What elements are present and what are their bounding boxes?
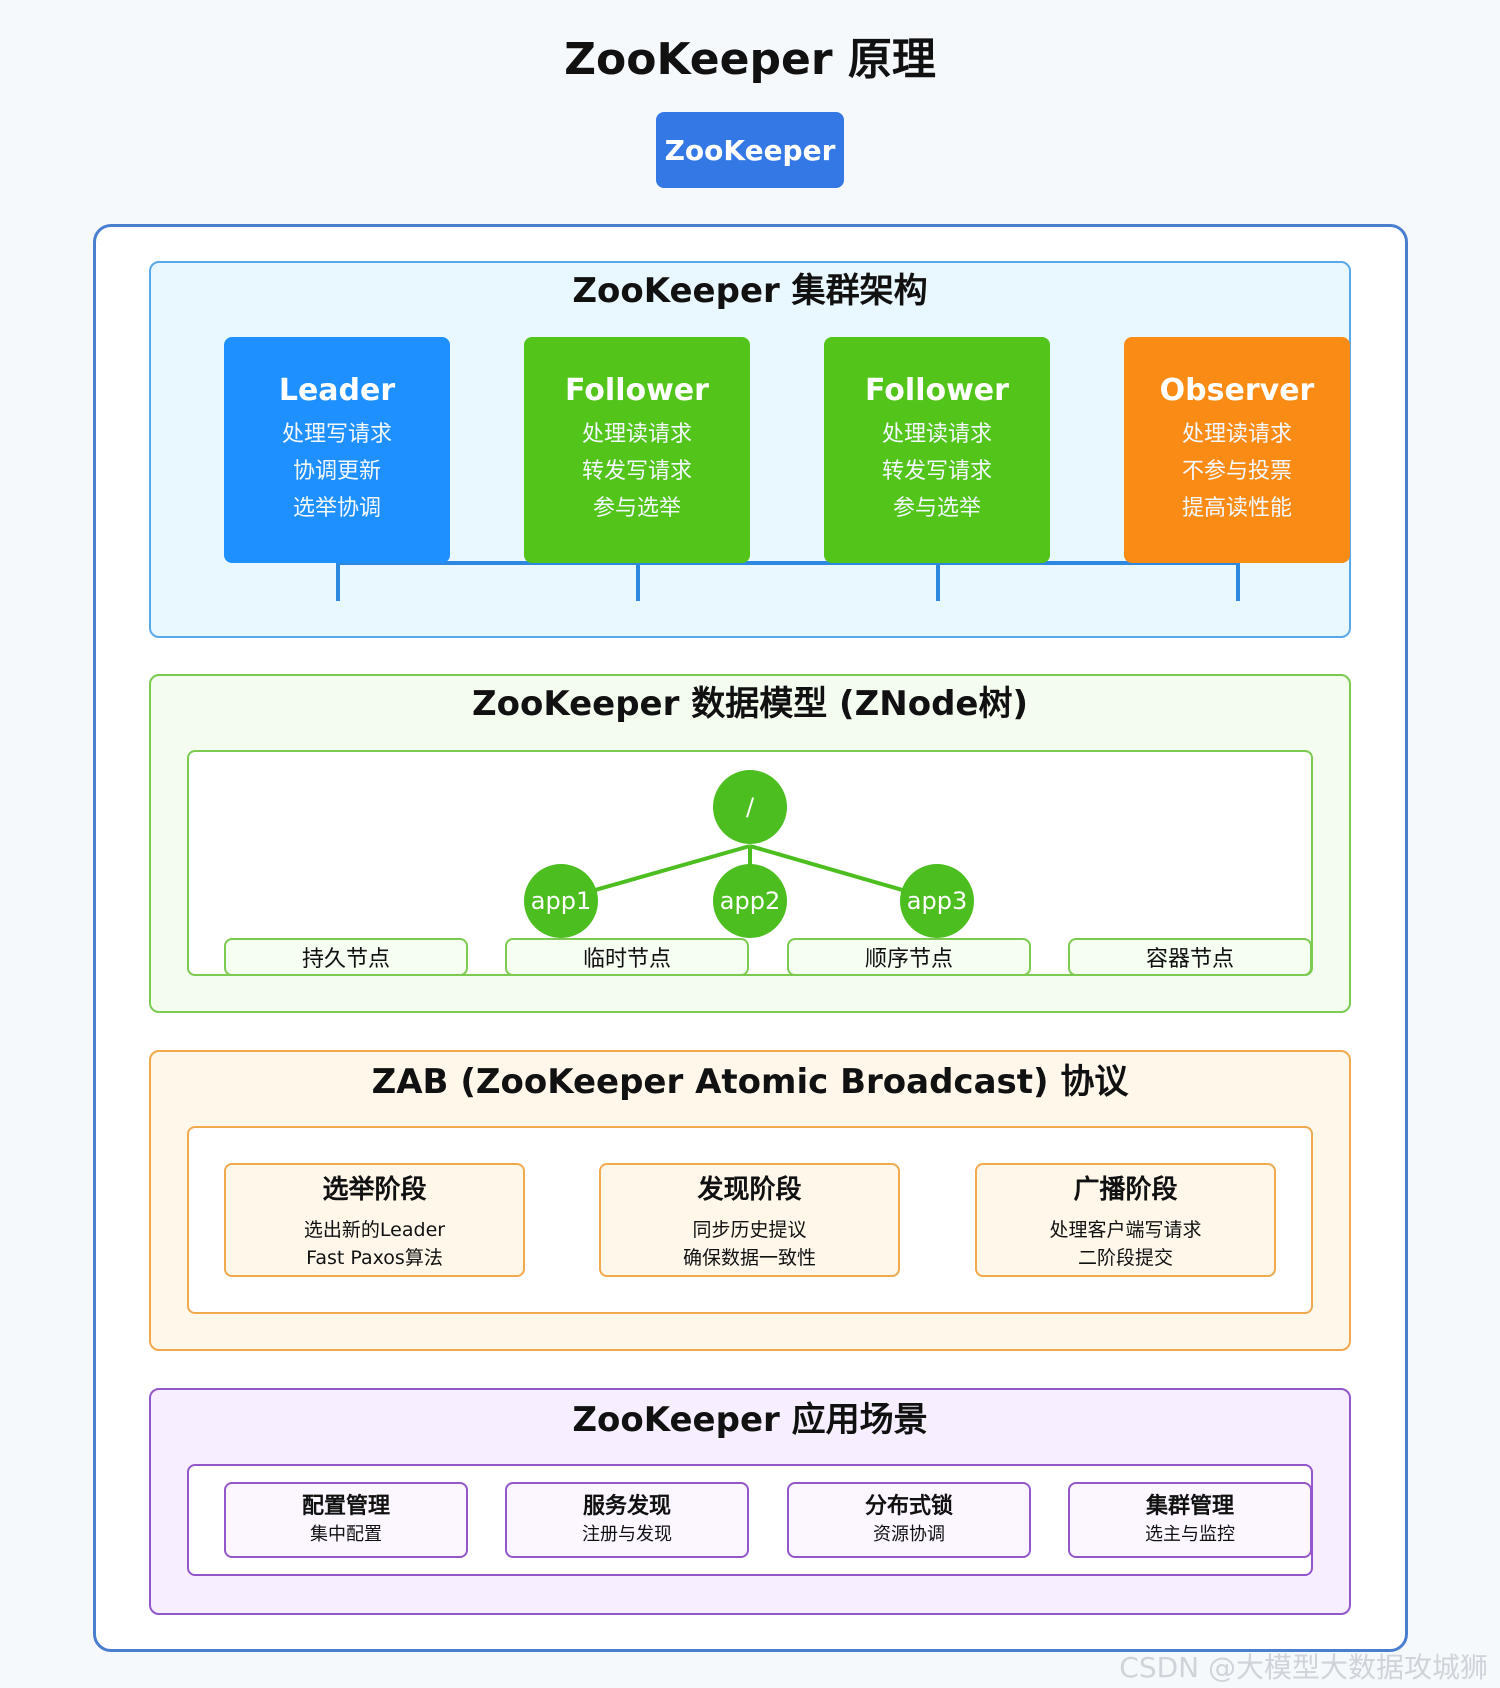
phase-name: 选举阶段 xyxy=(322,1174,427,1205)
follower-1-connector xyxy=(636,561,640,601)
phase-name: 发现阶段 xyxy=(697,1174,802,1205)
znode-app1: app1 xyxy=(524,864,598,938)
leader-connector xyxy=(336,561,340,601)
node-role: Leader xyxy=(278,373,396,408)
leader-node: Leader 处理写请求 协调更新 选举协调 xyxy=(224,337,450,563)
phase-election: 选举阶段 选出新的Leader Fast Paxos算法 xyxy=(224,1163,525,1277)
node-duty: 转发写请求 xyxy=(881,459,992,484)
zookeeper-badge: ZooKeeper xyxy=(656,112,844,188)
znode-app2: app2 xyxy=(713,864,787,938)
scenario-distributed-lock: 分布式锁 资源协调 xyxy=(787,1482,1031,1558)
scenario-desc: 资源协调 xyxy=(873,1524,945,1545)
znode-app3: app3 xyxy=(900,864,974,938)
phase-desc: 二阶段提交 xyxy=(1077,1246,1173,1269)
scenarios-section-title: ZooKeeper 应用场景 xyxy=(572,1400,928,1440)
node-duty: 处理写请求 xyxy=(281,422,392,447)
observer-node: Observer 处理读请求 不参与投票 提高读性能 xyxy=(1124,337,1350,563)
phase-desc: Fast Paxos算法 xyxy=(306,1246,443,1269)
data-model-section-title: ZooKeeper 数据模型 (ZNode树) xyxy=(471,684,1029,724)
phase-desc: 确保数据一致性 xyxy=(682,1246,816,1269)
follower-node-2: Follower 处理读请求 转发写请求 参与选举 xyxy=(824,337,1050,563)
cluster-bus-line xyxy=(337,561,1237,565)
node-duty: 提高读性能 xyxy=(1181,496,1292,521)
node-duty: 处理读请求 xyxy=(1181,422,1292,447)
follower-node-1: Follower 处理读请求 转发写请求 参与选举 xyxy=(524,337,750,563)
scenario-desc: 注册与发现 xyxy=(582,1524,672,1545)
node-duty: 转发写请求 xyxy=(581,459,692,484)
znode-root: / xyxy=(713,770,787,844)
scenario-name: 分布式锁 xyxy=(864,1494,953,1519)
scenario-name: 服务发现 xyxy=(582,1494,671,1519)
page-title: ZooKeeper 原理 xyxy=(564,34,936,85)
node-type-ephemeral: 临时节点 xyxy=(505,938,749,976)
phase-broadcast: 广播阶段 处理客户端写请求 二阶段提交 xyxy=(975,1163,1276,1277)
phase-discovery: 发现阶段 同步历史提议 确保数据一致性 xyxy=(599,1163,900,1277)
observer-connector xyxy=(1236,561,1240,601)
watermark: CSDN @大模型大数据攻城狮 xyxy=(1119,1651,1488,1684)
node-type-sequential: 顺序节点 xyxy=(787,938,1031,976)
scenario-config-management: 配置管理 集中配置 xyxy=(224,1482,468,1558)
follower-2-connector xyxy=(936,561,940,601)
phase-desc: 处理客户端写请求 xyxy=(1049,1218,1202,1241)
node-type-persistent: 持久节点 xyxy=(224,938,468,976)
node-duty: 参与选举 xyxy=(592,496,681,521)
node-duty: 处理读请求 xyxy=(581,422,692,447)
phase-desc: 同步历史提议 xyxy=(692,1218,807,1241)
zab-section-title: ZAB (ZooKeeper Atomic Broadcast) 协议 xyxy=(371,1062,1129,1102)
node-duty: 选举协调 xyxy=(292,496,381,521)
node-duty: 协调更新 xyxy=(292,459,381,484)
node-duty: 不参与投票 xyxy=(1181,459,1292,484)
phase-name: 广播阶段 xyxy=(1073,1174,1178,1205)
node-role: Follower xyxy=(565,373,709,408)
scenario-desc: 集中配置 xyxy=(310,1524,382,1545)
scenario-name: 配置管理 xyxy=(301,1494,390,1519)
scenario-desc: 选主与监控 xyxy=(1145,1524,1235,1545)
phase-desc: 选出新的Leader xyxy=(303,1218,446,1241)
node-duty: 参与选举 xyxy=(892,496,981,521)
cluster-section-title: ZooKeeper 集群架构 xyxy=(572,271,928,311)
scenario-service-discovery: 服务发现 注册与发现 xyxy=(505,1482,749,1558)
node-type-container: 容器节点 xyxy=(1068,938,1312,976)
node-role: Observer xyxy=(1159,373,1315,408)
node-role: Follower xyxy=(865,373,1009,408)
scenario-cluster-management: 集群管理 选主与监控 xyxy=(1068,1482,1312,1558)
node-duty: 处理读请求 xyxy=(881,422,992,447)
scenario-name: 集群管理 xyxy=(1145,1494,1234,1519)
